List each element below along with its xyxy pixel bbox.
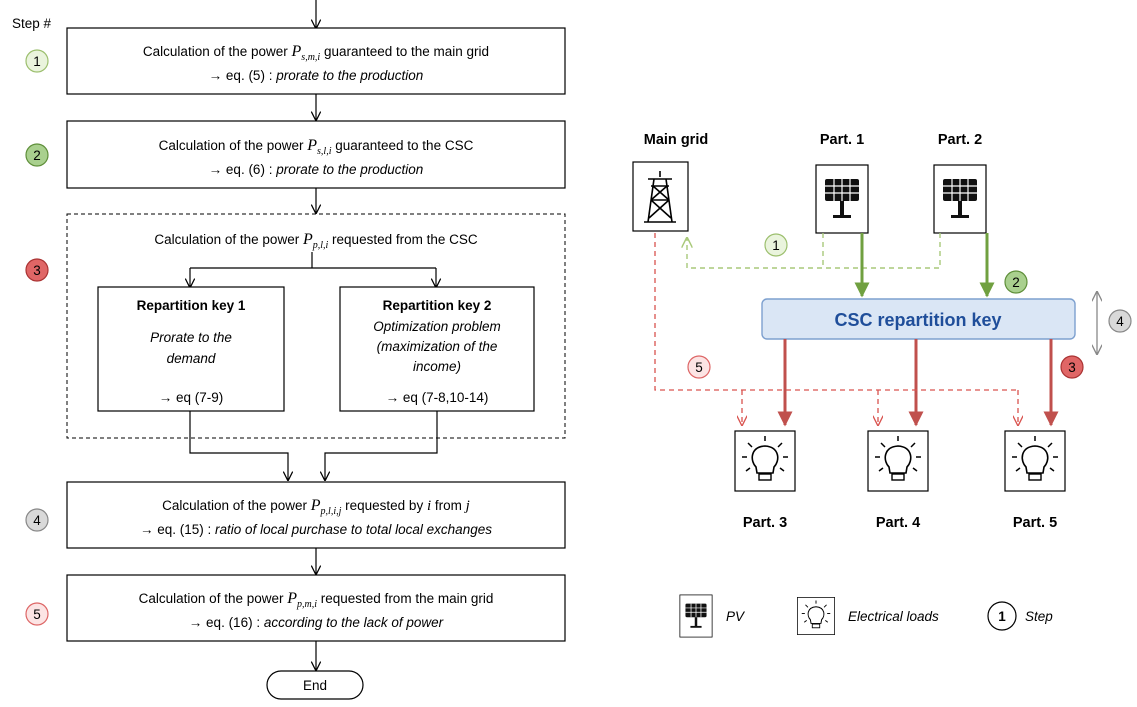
step-4-box: 4 Calculation of the power Pp,l,i,j requ… [25,481,566,549]
key-2-desc-line-3: income) [413,359,461,374]
network-step-5-marker: 5 [695,360,703,375]
step-5-title: Calculation of the power Pp,m,i requeste… [139,590,494,610]
network-step-3-marker: 3 [1068,360,1076,375]
part-5-load-icon [1004,430,1066,492]
main-grid-icon [632,161,689,232]
network-step-1-marker-circle [764,233,788,257]
part-2-pv-icon [933,164,987,234]
repartition-key-1-box: Repartition key 1 Prorate to the demand … [97,286,285,412]
network-step-3-marker-circle [1060,355,1084,379]
step-2-marker: 2 [33,148,41,163]
step-4-marker: 4 [33,513,41,528]
legend-step-label: Step [1025,609,1053,624]
end-terminator: End [266,670,364,700]
step-5-marker: 5 [33,607,41,622]
step-4-title: Calculation of the power Pp,l,i,j reques… [162,497,470,517]
legend-pv-label: PV [726,609,746,624]
part-5-label: Part. 5 [1013,515,1057,531]
step-1-marker: 1 [33,54,41,69]
csc-repartition-key-box: CSC repartition key [761,298,1076,340]
step-5-box: 5 Calculation of the power Pp,m,i reques… [25,574,566,642]
network-step-1-marker: 1 [772,238,780,253]
repartition-key-2-box: Repartition key 2 Optimization problem (… [339,286,535,412]
part-3-load-icon [734,430,796,492]
network-step-4-marker-circle [1108,309,1132,333]
legend: PV Electrical loads 1 Step [679,594,1053,638]
key-1-title: Repartition key 1 [137,298,246,313]
network-step-2-marker: 2 [1012,275,1020,290]
step-5-equation: → eq. (16) : according to the lack of po… [189,615,444,630]
step-1-box: 1 Calculation of the power Ps,m,i guaran… [25,27,566,95]
key-1-desc-line-2: demand [167,351,216,366]
key-2-desc-line-2: (maximization of the [377,339,498,354]
legend-loads-label: Electrical loads [848,609,939,624]
key-2-equation: → eq (7-8,10-14) [386,390,489,405]
step-2-box: 2 Calculation of the power Ps,l,i guaran… [25,120,566,189]
part-4-label: Part. 4 [876,515,920,531]
network-step-2-marker-circle [1004,270,1028,294]
legend-pv-icon [679,594,713,638]
part-3-label: Part. 3 [743,515,787,531]
end-label: End [303,678,327,693]
part-2-label: Part. 2 [938,132,982,148]
part-1-pv-icon [815,164,869,234]
step-column-header: Step # [12,16,52,31]
step-3-title: Calculation of the power Pp,l,i requeste… [154,231,478,251]
key-1-desc-line-1: Prorate to the [150,330,232,345]
step-2-equation: → eq. (6) : prorate to the production [209,162,424,177]
network-step-4-marker: 4 [1116,314,1124,329]
step-2-title: Calculation of the power Ps,l,i guarante… [159,137,474,157]
csc-key-label: CSC repartition key [834,310,1001,330]
legend-step-number: 1 [998,609,1006,624]
step-3-group: 3 Calculation of the power Pp,l,i reques… [25,213,566,480]
key-2-title: Repartition key 2 [383,298,492,313]
step-1-equation: → eq. (5) : prorate to the production [209,68,424,83]
step-3-marker: 3 [33,263,41,278]
network-step-5-marker-circle [687,355,711,379]
step-5-dashed-path [654,233,1018,391]
step-1-dashed-path [687,233,824,269]
step-4-equation: → eq. (15) : ratio of local purchase to … [140,522,492,537]
key-1-equation: → eq (7-9) [159,390,224,405]
step-1-title: Calculation of the power Ps,m,i guarante… [143,43,489,63]
legend-load-icon [796,596,836,636]
part-1-label: Part. 1 [820,132,864,148]
part-4-load-icon [867,430,929,492]
main-grid-label: Main grid [644,132,708,148]
step-1-dashed-path-2 [823,233,941,269]
key-2-desc-line-1: Optimization problem [373,319,501,334]
legend-step-circle [987,601,1017,631]
